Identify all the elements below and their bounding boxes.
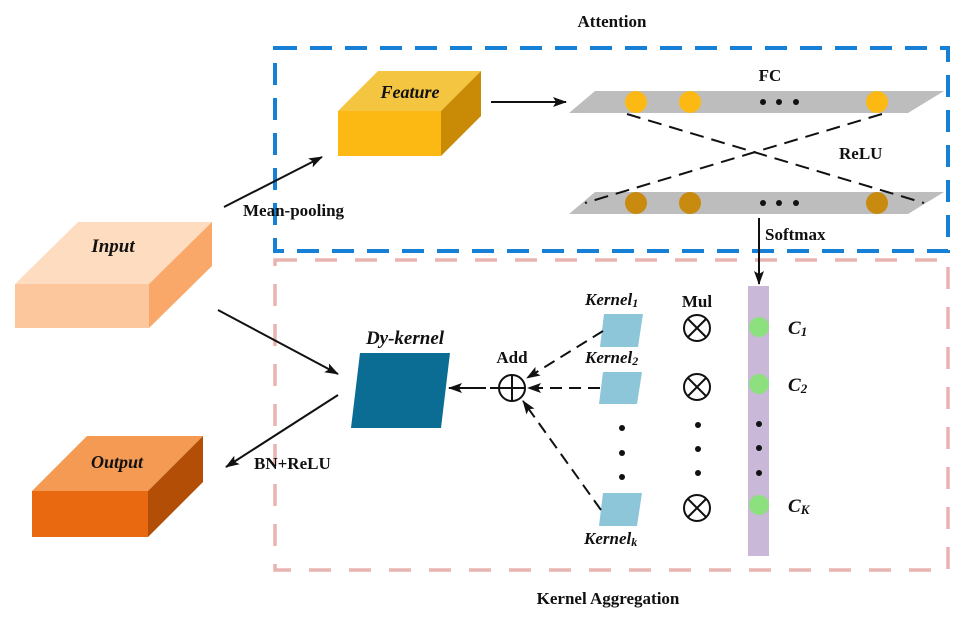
bn-relu-arrow [225, 394, 339, 468]
relu-label: ReLU [839, 144, 882, 163]
ellipsis-dot [619, 474, 625, 480]
kernel-1-to-add-arrow [526, 330, 604, 379]
softmax-label: Softmax [765, 225, 826, 244]
kernel-aggregation-section-border [273, 258, 950, 572]
ellipsis-dot [760, 200, 766, 206]
kernel-k-to-add-arrow [522, 400, 602, 511]
ellipsis-dot [756, 470, 762, 476]
bn-relu-label: BN+ReLU [254, 454, 331, 473]
ellipsis-dot [756, 445, 762, 451]
kernel-k-block [599, 493, 642, 526]
fc-node-bottom [625, 192, 647, 214]
ellipsis-dot [695, 470, 701, 476]
coefficient-label-2: C2 [788, 375, 808, 396]
attention-section-border [273, 46, 950, 253]
coefficient-label-k: CK [788, 496, 811, 517]
dy-kernel-block [351, 353, 450, 428]
kernel-2-label: Kernel2 [584, 348, 638, 368]
output-block: Output [32, 436, 203, 537]
feature-block: Feature [338, 71, 481, 156]
fc-connection-line [584, 113, 883, 204]
output-label: Output [91, 452, 144, 472]
ellipsis-dot [695, 446, 701, 452]
fc-layer-top [569, 91, 944, 113]
ellipsis-dot [756, 421, 762, 427]
fc-node-top [625, 91, 647, 113]
kernel-k-label: Kernelk [583, 529, 637, 549]
ellipsis-dot [793, 200, 799, 206]
input-label: Input [90, 236, 135, 257]
input-block: Input [15, 222, 212, 328]
mul-label: Mul [682, 292, 713, 311]
ellipsis-dot [776, 200, 782, 206]
multiply-icon [683, 494, 711, 522]
coefficient-node [749, 495, 769, 515]
coefficient-node [749, 317, 769, 337]
dy-kernel-label: Dy-kernel [365, 328, 445, 349]
kernel-aggregation-section-title: Kernel Aggregation [537, 589, 680, 608]
mean-pooling-label: Mean-pooling [243, 201, 345, 220]
ellipsis-dot [619, 450, 625, 456]
fc-layer-bottom [569, 192, 944, 214]
input-to-dy-kernel-arrow [217, 309, 339, 375]
kernel-2-block [599, 372, 642, 404]
fc-node-bottom [866, 192, 888, 214]
fc-node-top [866, 91, 888, 113]
feature-block-top [338, 71, 481, 111]
feature-label: Feature [379, 82, 439, 102]
input-block-top [15, 222, 212, 284]
fc-connection-line [626, 113, 925, 204]
fc-label: FC [759, 66, 782, 85]
coefficient-node [749, 374, 769, 394]
ellipsis-dot [695, 422, 701, 428]
add-icon [498, 374, 526, 402]
input-block-side [149, 222, 212, 328]
mean-pooling-arrow [223, 156, 323, 208]
fc-node-top [679, 91, 701, 113]
coefficient-label-1: C1 [788, 318, 807, 339]
output-block-top [32, 436, 203, 491]
output-block-side [148, 436, 203, 537]
ellipsis-dot [793, 99, 799, 105]
attention-section-title: Attention [578, 12, 647, 31]
ellipsis-dot [776, 99, 782, 105]
input-block-front [15, 284, 149, 328]
feature-block-front [338, 111, 441, 156]
coefficient-bar [748, 286, 769, 556]
kernel-1-label: Kernel1 [584, 290, 638, 310]
add-label: Add [496, 348, 528, 367]
output-block-front [32, 491, 148, 537]
ellipsis-dot [760, 99, 766, 105]
multiply-icon [683, 373, 711, 401]
feature-block-side [441, 71, 481, 156]
kernel-1-block [600, 314, 643, 347]
fc-node-bottom [679, 192, 701, 214]
ellipsis-dot [619, 425, 625, 431]
multiply-icon [683, 314, 711, 342]
